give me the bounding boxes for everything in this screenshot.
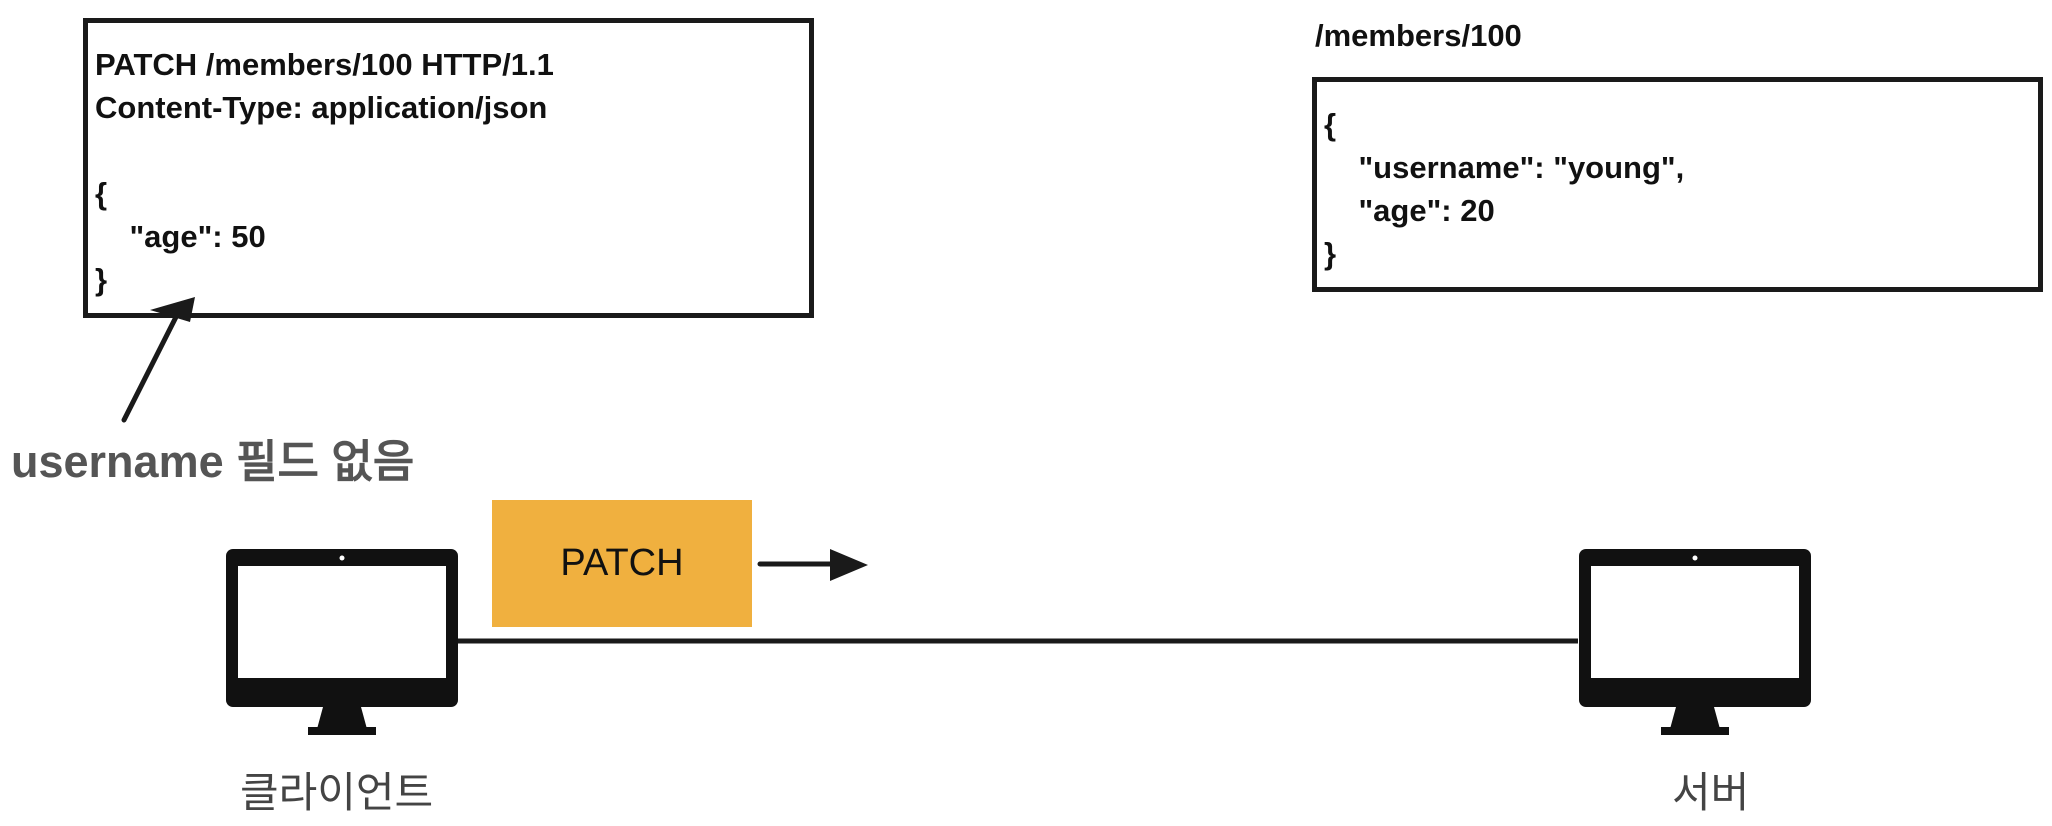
resource-path-label: /members/100 — [1315, 18, 1522, 53]
resource-age-field: "age": 20 — [1324, 193, 1495, 228]
content-type-header: Content-Type: application/json — [95, 90, 548, 125]
body-age-field: "age": 50 — [95, 219, 266, 254]
method-badge: PATCH — [492, 500, 752, 627]
method-direction-arrow — [757, 549, 868, 581]
annotation-pointer-arrow — [121, 297, 195, 423]
body-close-brace: } — [95, 262, 108, 297]
missing-field-annotation: username 필드 없음 — [11, 436, 415, 487]
resource-open-brace: { — [1324, 107, 1337, 142]
request-message-box: PATCH /members/100 HTTP/1.1 Content-Type… — [83, 18, 814, 318]
client-label: 클라이언트 — [240, 769, 434, 816]
resource-username-field: "username": "young", — [1324, 150, 1685, 185]
method-badge-label: PATCH — [560, 542, 684, 584]
request-line: PATCH /members/100 HTTP/1.1 — [95, 47, 554, 82]
resource-state-box: { "username": "young", "age": 20 } — [1312, 77, 2043, 292]
body-open-brace: { — [95, 176, 108, 211]
server-monitor-icon — [1579, 549, 1811, 735]
server-label: 서버 — [1672, 769, 1750, 816]
client-monitor-icon — [226, 549, 458, 735]
resource-close-brace: } — [1324, 236, 1337, 271]
